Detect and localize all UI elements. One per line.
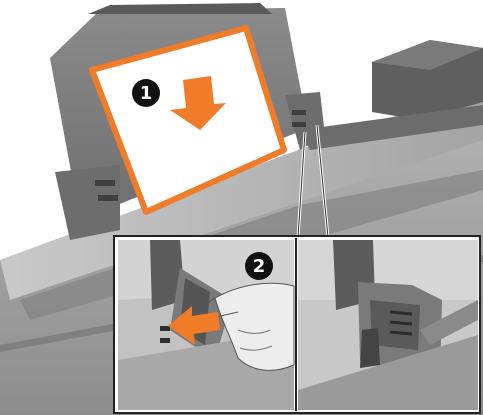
inset-right-panel [298,240,478,410]
step-1-number: 1 [140,83,153,104]
detail-inset: 2 [114,236,480,413]
step-2-number: 2 [253,256,266,277]
step-2-badge: 2 [245,252,273,280]
step-1-badge: 1 [132,79,160,107]
